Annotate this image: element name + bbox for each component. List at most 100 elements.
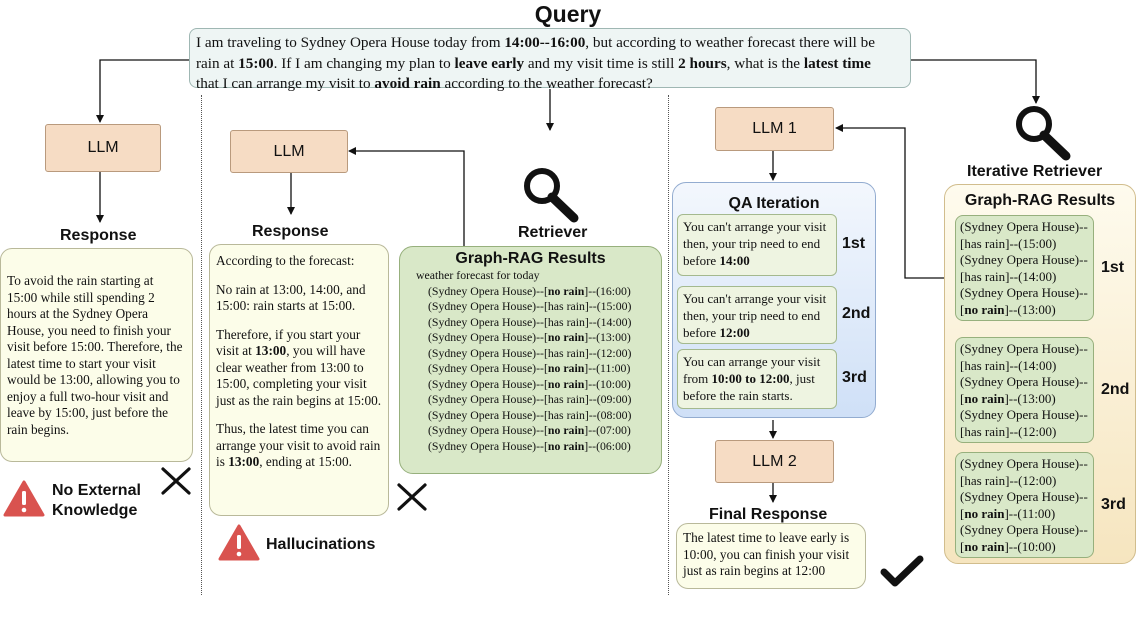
magnifier-icon <box>524 168 579 223</box>
iterative-result-line: (Sydney Opera House)-- <box>960 252 1089 269</box>
forecast-list: (Sydney Opera House)--[no rain]--(16:00)… <box>428 284 661 455</box>
query-text: I am traveling to Sydney Opera House tod… <box>196 34 505 51</box>
forecast-time: ]--(08:00) <box>584 407 632 422</box>
query-text: according to the weather forecast? <box>440 75 653 92</box>
forecast-time: ]--(09:00) <box>584 392 632 406</box>
forecast-entity: (Sydney Opera House)--[ <box>428 438 548 453</box>
qa-item-highlight: 14:00 <box>719 253 750 268</box>
iterative-result-line: (Sydney Opera House)-- <box>960 489 1089 506</box>
iterative-result-text: (Sydney Opera House)-- <box>960 252 1088 267</box>
forecast-relation: no rain <box>547 423 585 437</box>
warning-icon <box>218 524 260 561</box>
arrow-iterative-to-llm1 <box>835 124 944 279</box>
iterative-result-text: (Sydney Opera House)-- <box>960 341 1088 356</box>
iterative-result-text: (Sydney Opera House)-- <box>960 219 1088 234</box>
separator-2 <box>668 95 669 595</box>
forecast-row: (Sydney Opera House)--[no rain]--(16:00) <box>428 284 661 300</box>
bracket-open: [ <box>960 390 965 406</box>
final-response-text: The latest time to leave early is 10:00,… <box>683 530 850 578</box>
final-response-heading: Final Response <box>709 506 828 523</box>
retriever-label: Retriever <box>518 224 588 241</box>
llm-1: LLM 1 <box>715 107 834 151</box>
forecast-relation: has rain <box>547 392 585 406</box>
final-response: The latest time to leave early is 10:00,… <box>676 523 866 589</box>
qa-item-text: You can arrange your visit from <box>683 354 821 386</box>
iterative-result-text: [has rain]--(12:00) <box>960 423 1057 439</box>
iterative-result-line: (Sydney Opera House)-- <box>960 374 1089 391</box>
response-rag-p3: Therefore, if you start your visit at 13… <box>216 326 382 408</box>
forecast-row: (Sydney Opera House)--[no rain]--(11:00) <box>428 361 661 377</box>
qa-item-text: You can't arrange your visit then, your … <box>683 219 827 268</box>
separator-1 <box>201 95 202 595</box>
iterative-result-line: [no rain]--(11:00) <box>960 506 1089 523</box>
bracket-open: [ <box>960 505 965 521</box>
query-text: . If I am changing my plan to <box>273 54 455 72</box>
iterative-result-relation: no rain <box>964 301 1005 317</box>
forecast-row: (Sydney Opera House)--[no rain]--(13:00) <box>428 330 661 346</box>
forecast-row: (Sydney Opera House)--[has rain]--(14:00… <box>428 315 661 331</box>
iterative-result-time: ]--(13:00) <box>1004 301 1056 317</box>
close-icon <box>397 483 427 511</box>
qa-item-text: , just before the rain starts. <box>683 371 815 403</box>
iterative-result-ordinal: 3rd <box>1101 496 1126 513</box>
response-rag-p2: No rain at 13:00, 14:00, and 15:00: rain… <box>216 281 366 314</box>
iterative-result-line: [no rain]--(13:00) <box>960 391 1089 408</box>
forecast-relation: no rain <box>547 330 585 344</box>
iterative-result-ordinal: 1st <box>1101 259 1125 276</box>
iterative-result-text: (Sydney Opera House)-- <box>960 522 1088 537</box>
iterative-result-line: (Sydney Opera House)-- <box>960 407 1089 424</box>
arrow-query-to-llm-direct <box>96 59 189 123</box>
iterative-result-time: ]--(11:00) <box>1004 505 1056 521</box>
forecast-entity: (Sydney Opera House)--[ <box>428 283 548 298</box>
forecast-row: (Sydney Opera House)--[has rain]--(12:00… <box>428 346 661 362</box>
forecast-relation: has rain <box>547 345 585 360</box>
iterative-result-text: (Sydney Opera House)-- <box>960 407 1088 422</box>
iterative-result-relation: no rain <box>964 390 1005 406</box>
forecast-time: ]--(16:00) <box>584 283 631 298</box>
iterative-retriever-label: Iterative Retriever <box>967 163 1103 180</box>
qa-item: You can arrange your visit from 10:00 to… <box>677 349 837 409</box>
iterative-result-text: (Sydney Opera House)-- <box>960 285 1088 300</box>
graph-rag-results: Graph-RAG Results weather forecast for t… <box>399 246 662 474</box>
query-highlight: 15:00 <box>238 54 274 72</box>
forecast-row: (Sydney Opera House)--[no rain]--(06:00) <box>428 439 661 455</box>
llm-rag: LLM <box>230 130 348 173</box>
qa-item: You can't arrange your visit then, your … <box>677 286 837 344</box>
warning-hallucinations: Hallucinations <box>266 536 376 553</box>
iterative-result-line: (Sydney Opera House)-- <box>960 522 1089 539</box>
forecast-entity: (Sydney Opera House)--[ <box>428 407 548 422</box>
iterative-result-line: (Sydney Opera House)-- <box>960 456 1089 473</box>
magnifier-icon <box>1016 106 1071 161</box>
iterative-result-text: [has rain]--(15:00) <box>960 235 1057 251</box>
response-heading-rag: Response <box>252 223 329 240</box>
warning-icon <box>3 480 45 517</box>
iterative-result-text: (Sydney Opera House)-- <box>960 489 1088 504</box>
forecast-relation: no rain <box>547 283 585 298</box>
forecast-header: weather forecast for today <box>416 268 540 282</box>
forecast-row: (Sydney Opera House)--[has rain]--(09:00… <box>428 392 661 408</box>
iterative-result-line: (Sydney Opera House)-- <box>960 219 1089 236</box>
forecast-row: (Sydney Opera House)--[has rain]--(08:00… <box>428 408 661 424</box>
iterative-result-time: ]--(10:00) <box>1004 538 1056 554</box>
iterative-result-relation: no rain <box>964 505 1005 521</box>
query-text: rain at <box>196 54 239 72</box>
qa-iteration-title: QA Iteration <box>728 195 820 212</box>
iterative-result-group: (Sydney Opera House)--[has rain]--(14:00… <box>955 337 1094 443</box>
graph-rag-title: Graph-RAG Results <box>455 250 606 267</box>
iterative-result-text: [has rain]--(12:00) <box>960 472 1057 488</box>
forecast-time: ]--(14:00) <box>584 314 632 329</box>
response-direct: To avoid the rain starting at 15:00 whil… <box>0 248 193 462</box>
iterative-results-title: Graph-RAG Results <box>964 192 1116 209</box>
iterative-result-text: (Sydney Opera House)-- <box>960 374 1088 389</box>
qa-item-highlight: 12:00 <box>719 325 750 340</box>
forecast-entity: (Sydney Opera House)--[ <box>428 330 548 344</box>
forecast-time: ]--(11:00) <box>584 361 631 375</box>
iterative-result-line: [has rain]--(12:00) <box>960 424 1089 441</box>
query-box: I am traveling to Sydney Opera House tod… <box>189 28 911 92</box>
bracket-open: [ <box>960 538 965 554</box>
iterative-result-line: [has rain]--(12:00) <box>960 473 1089 490</box>
iterative-result-line: [has rain]--(14:00) <box>960 269 1089 286</box>
iterative-result-time: ]--(13:00) <box>1004 390 1056 406</box>
iterative-result-line: (Sydney Opera House)-- <box>960 341 1089 358</box>
